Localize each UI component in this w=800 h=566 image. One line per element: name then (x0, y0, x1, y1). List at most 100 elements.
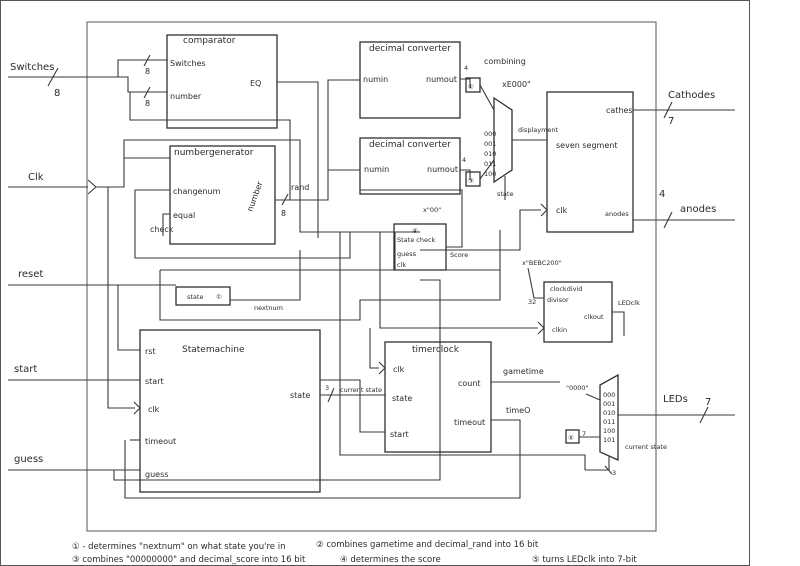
comparator-number-port: number (170, 92, 202, 101)
sm-clk-port: clk (148, 405, 160, 414)
timer-gametime-label: gametime (503, 367, 544, 376)
mux-sel-011: 011 (484, 160, 496, 168)
start-label: start (14, 364, 37, 375)
note-3: ③ combines "00000000" and decimal_score … (72, 555, 306, 565)
switches-label: Switches (10, 62, 54, 73)
sm-guess-port: guess (145, 470, 168, 479)
switches-width: 8 (54, 88, 60, 99)
cathodes-label: Cathodes (668, 90, 715, 101)
clockdiv-const: x"BEBC200" (522, 259, 562, 267)
clockdiv-title: clockdivid (550, 285, 582, 293)
combining-mux: ① ③ combining xE000" 000 001 010 011 100… (465, 57, 559, 200)
statecheck-circle: ④ (412, 227, 418, 235)
numgen-width: 8 (281, 209, 286, 218)
combining-circle-3: ③ (468, 177, 474, 185)
decconv1-width: 4 (464, 64, 468, 72)
ledmux-sel-width: 3 (612, 469, 616, 477)
comparator-w1: 8 (145, 67, 150, 76)
sm-state-width: 3 (325, 384, 329, 392)
state-reg-block: state ① nextnum (159, 230, 501, 321)
decimal-converter-1: decimal converter numin numout 4 (359, 41, 471, 119)
timer-count-port: count (458, 379, 481, 388)
ledmux-sel-000: 000 (603, 391, 615, 399)
guess-input: guess (8, 279, 441, 481)
ledmux-current-state: current state (625, 443, 667, 451)
comparator-switches-port: Switches (170, 59, 206, 68)
timer-state-port: state (392, 394, 412, 403)
top-entity-frame (86, 21, 657, 532)
statereg-circle: ① (216, 293, 222, 301)
statecheck-title: State check (397, 236, 436, 244)
clockdiv-divisor-port: divisor (547, 296, 569, 304)
numgen-rand-label: rand (291, 183, 309, 192)
ledmux-sel-010: 010 (603, 409, 615, 417)
clockdiv-clkin-port: clkin (552, 326, 567, 334)
ledmux-width: 7 (582, 430, 586, 438)
timer-timeout-port: timeout (454, 418, 485, 427)
statecheck-guess-port: guess (397, 250, 417, 258)
led-mux: "0000" 000 001 010 011 100 101 ⑤ 7 curre… (565, 373, 667, 477)
decconv2-x00: x"00" (423, 206, 441, 214)
reset-input: reset (8, 269, 176, 351)
combining-xe-const: xE000" (502, 80, 531, 89)
sevenseg-cathes-port: cathes (606, 106, 633, 115)
anodes-width: 4 (659, 189, 665, 200)
ledmux-sel-100: 100 (603, 427, 615, 435)
clockdiv-out-label: LEDclk (618, 299, 640, 307)
ledmux-sel-001: 001 (603, 400, 615, 408)
leds-output: LEDs 7 (618, 394, 735, 424)
ledmux-const: "0000" (566, 384, 589, 392)
sm-timeout-port: timeout (145, 437, 176, 446)
timerclock-title: timerclock (412, 345, 460, 355)
sevenseg-clk-port: clk (556, 206, 568, 215)
paper-edge (0, 0, 750, 566)
sevenseg-title: seven segment (556, 141, 617, 150)
note-1: ① - determines "nextnum" on what state y… (72, 542, 285, 552)
switches-input: Switches 8 8 8 (8, 54, 167, 108)
displayment-label: displayment (518, 126, 559, 134)
anodes-label: anodes (680, 204, 716, 215)
mux-sel-100: 100 (484, 170, 496, 178)
comparator-block: comparator Switches number EQ (166, 34, 319, 238)
cathodes-output: Cathodes 7 (633, 90, 735, 127)
combining-circle-1: ① (468, 83, 474, 91)
note-2: ② combines gametime and decimal_rand int… (316, 540, 539, 550)
sm-current-state-label: current state (340, 386, 382, 394)
decconv1-numout: numout (426, 75, 457, 84)
timer-clk-port: clk (393, 365, 405, 374)
state-check-block: ④ State check guess clk Score (360, 189, 468, 271)
start-input: start (8, 364, 140, 381)
decconv2-numin: numin (364, 165, 389, 174)
clockdiv-clkout-port: clkout (584, 313, 604, 321)
anodes-output: 4 anodes (633, 189, 735, 229)
footnotes: ① - determines "nextnum" on what state y… (72, 540, 637, 565)
ledmux-circle: ⑤ (568, 434, 574, 442)
decconv2-numout: numout (427, 165, 458, 174)
comparator-eq-port: EQ (250, 79, 261, 88)
statereg-nextnum-label: nextnum (254, 304, 283, 312)
numgen-changenum-port: changenum (173, 187, 221, 196)
statereg-label: state (187, 293, 203, 301)
clock-divider-block: x"BEBC200" clockdivid divisor clkin clko… (379, 232, 640, 343)
timer-start-port: start (390, 430, 409, 439)
combining-label: combining (484, 57, 526, 66)
comparator-w2: 8 (145, 99, 150, 108)
statecheck-score-label: Score (450, 251, 468, 259)
comparator-title: comparator (183, 36, 236, 46)
timerclock-block: timerclock clk state start count timeout… (124, 328, 560, 499)
mux-sel-010: 010 (484, 150, 496, 158)
clockdiv-width: 32 (528, 298, 536, 306)
cathodes-width: 7 (668, 116, 674, 127)
numbergenerator-block: numbergenerator changenum equal number c… (129, 79, 360, 259)
note-4: ④ determines the score (340, 555, 441, 565)
clk-input: Clk (8, 139, 396, 409)
decconv1-numin: numin (363, 75, 388, 84)
clk-label: Clk (28, 172, 44, 183)
numgen-number-port: number (245, 180, 264, 213)
decconv1-title: decimal converter (369, 44, 451, 54)
guess-label: guess (14, 454, 43, 465)
mux-sel-000: 000 (484, 130, 496, 138)
reset-label: reset (18, 269, 43, 280)
numgen-title: numbergenerator (174, 148, 254, 158)
